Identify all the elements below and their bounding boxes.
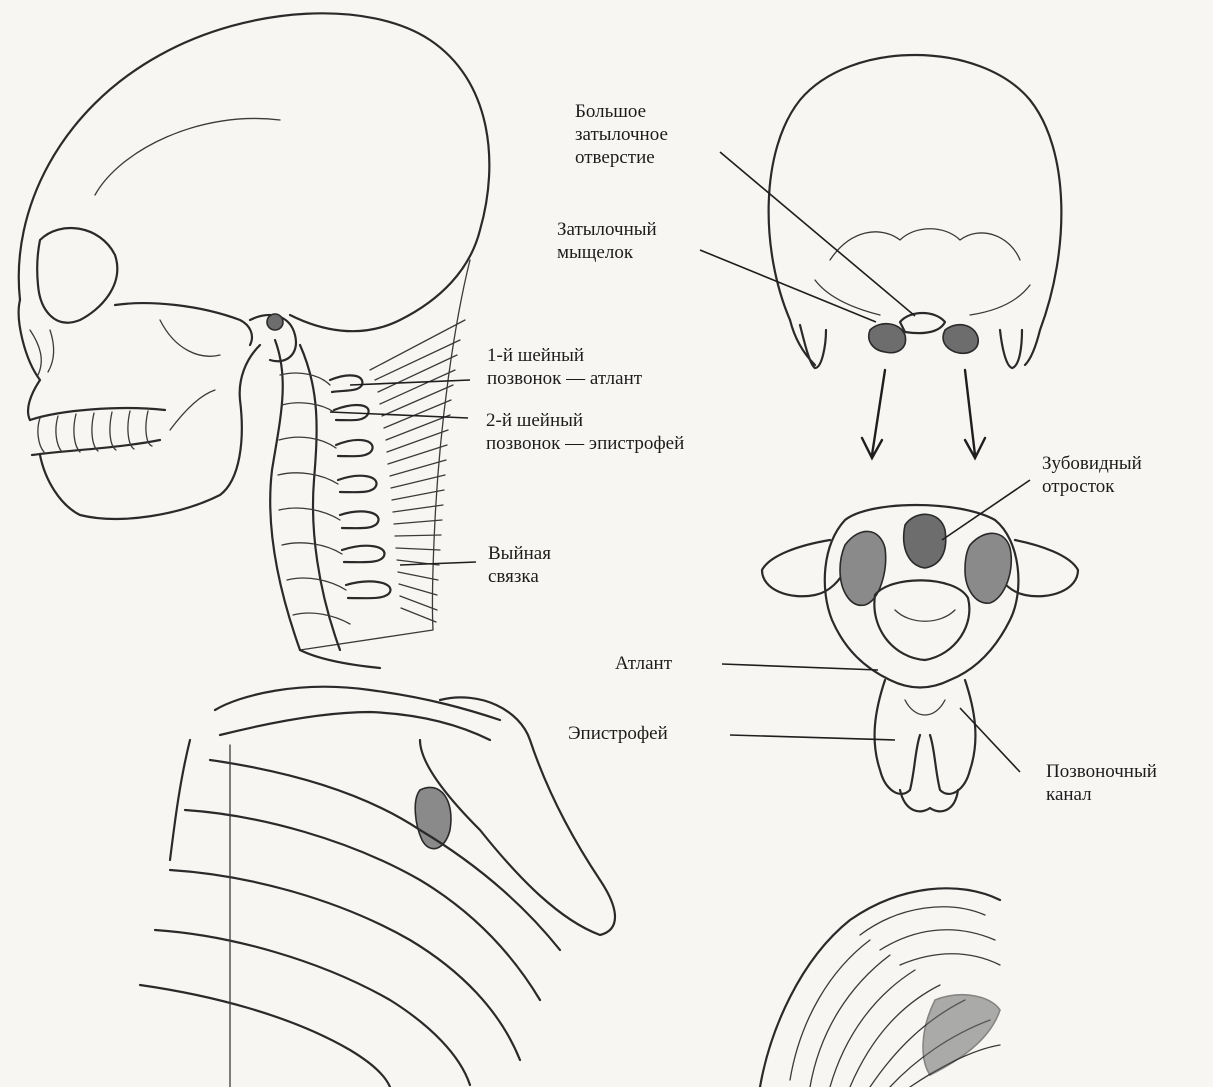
head-back-partial	[760, 888, 1000, 1087]
label-spinal-canal: Позвоночный канал	[1046, 760, 1157, 806]
shoulder-and-ribcage	[140, 650, 615, 1087]
atlas-axis-view	[762, 505, 1078, 811]
label-axis-second-vertebra: 2-й шейный позвонок — эпистрофей	[486, 409, 684, 455]
label-axis: Эпистрофей	[568, 722, 668, 745]
skull-side-view	[19, 13, 490, 650]
down-arrows	[862, 370, 985, 458]
bleed-through-text	[560, 4, 1200, 54]
label-atlas-first-vertebra: 1-й шейный позвонок — атлант	[487, 344, 642, 390]
skull-back-view	[769, 55, 1062, 368]
cervical-spine	[270, 340, 390, 650]
label-occipital-condyle: Затылочный мыщелок	[557, 218, 657, 264]
leader-lines	[330, 152, 1030, 772]
label-dens: Зубовидный отросток	[1042, 452, 1142, 498]
label-foramen-magnum: Большое затылочное отверстие	[575, 100, 668, 169]
label-atlas: Атлант	[615, 652, 672, 675]
label-nuchal-ligament: Выйная связка	[488, 542, 551, 588]
